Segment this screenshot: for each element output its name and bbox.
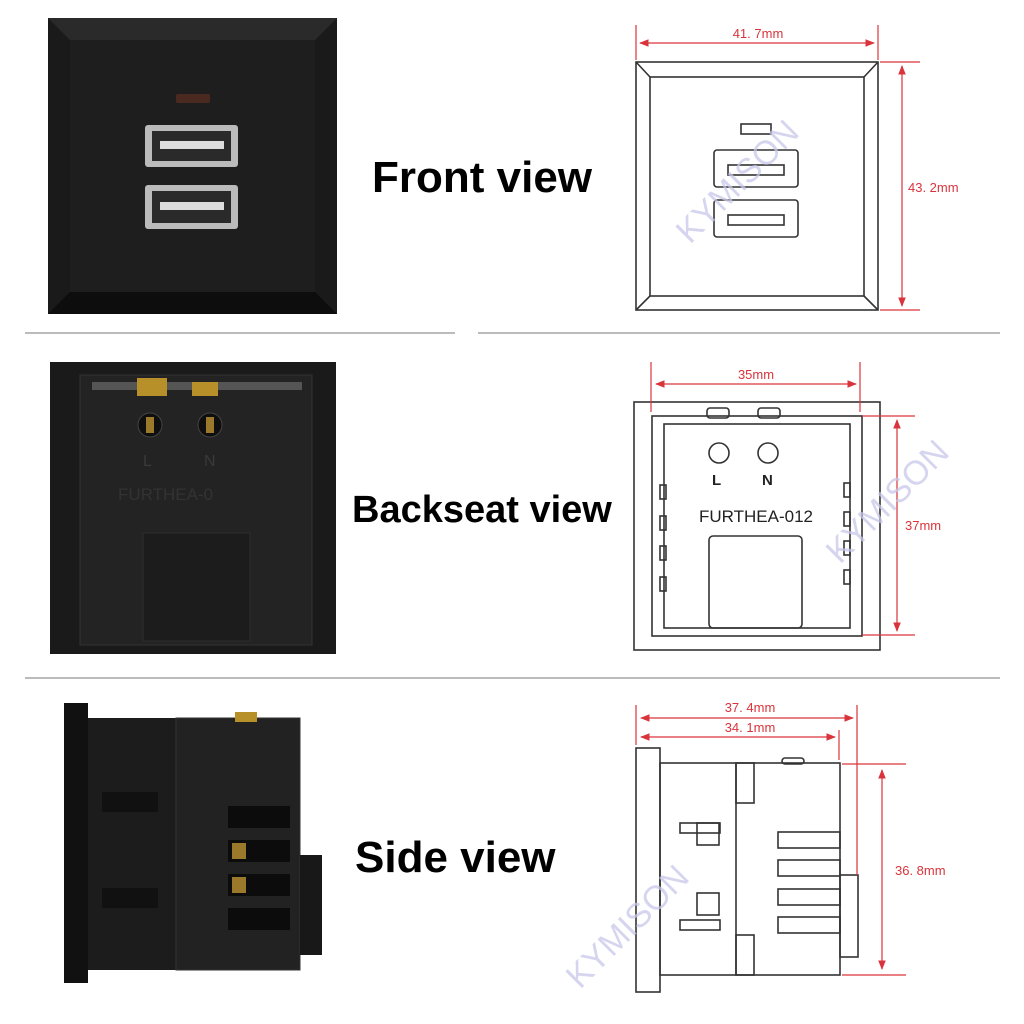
side-view-label: Side view	[355, 833, 556, 882]
model-number: FURTHEA-012	[699, 507, 813, 526]
back-photo: L N FURTHEA-0	[50, 362, 336, 654]
photo-model-mark: FURTHEA-0	[118, 485, 213, 504]
front-height-dimension: 43. 2mm	[908, 180, 959, 195]
back-width-dimension: 35mm	[738, 367, 774, 382]
back-height-dimension: 37mm	[905, 518, 941, 533]
terminal-l-label: L	[712, 472, 721, 489]
photo-terminal-l: L	[143, 453, 152, 470]
backseat-view-label: Backseat view	[352, 489, 612, 531]
led-indicator	[176, 94, 210, 103]
watermark: KYMISON	[669, 113, 807, 251]
usb-port-icon	[145, 125, 238, 167]
body-depth-dimension: 34. 1mm	[725, 720, 776, 735]
front-drawing	[635, 25, 920, 311]
watermark: KYMISON	[819, 433, 957, 571]
side-photo	[64, 703, 322, 983]
photo-terminal-n: N	[204, 453, 216, 470]
front-width-dimension: 41. 7mm	[733, 26, 784, 41]
side-height-dimension: 36. 8mm	[895, 863, 946, 878]
usb-port-icon	[145, 185, 238, 229]
side-drawing	[635, 705, 906, 993]
terminal-n-label: N	[762, 472, 773, 489]
front-photo	[48, 18, 337, 314]
total-depth-dimension: 37. 4mm	[725, 700, 776, 715]
back-drawing	[633, 362, 915, 651]
front-view-label: Front view	[372, 153, 593, 202]
